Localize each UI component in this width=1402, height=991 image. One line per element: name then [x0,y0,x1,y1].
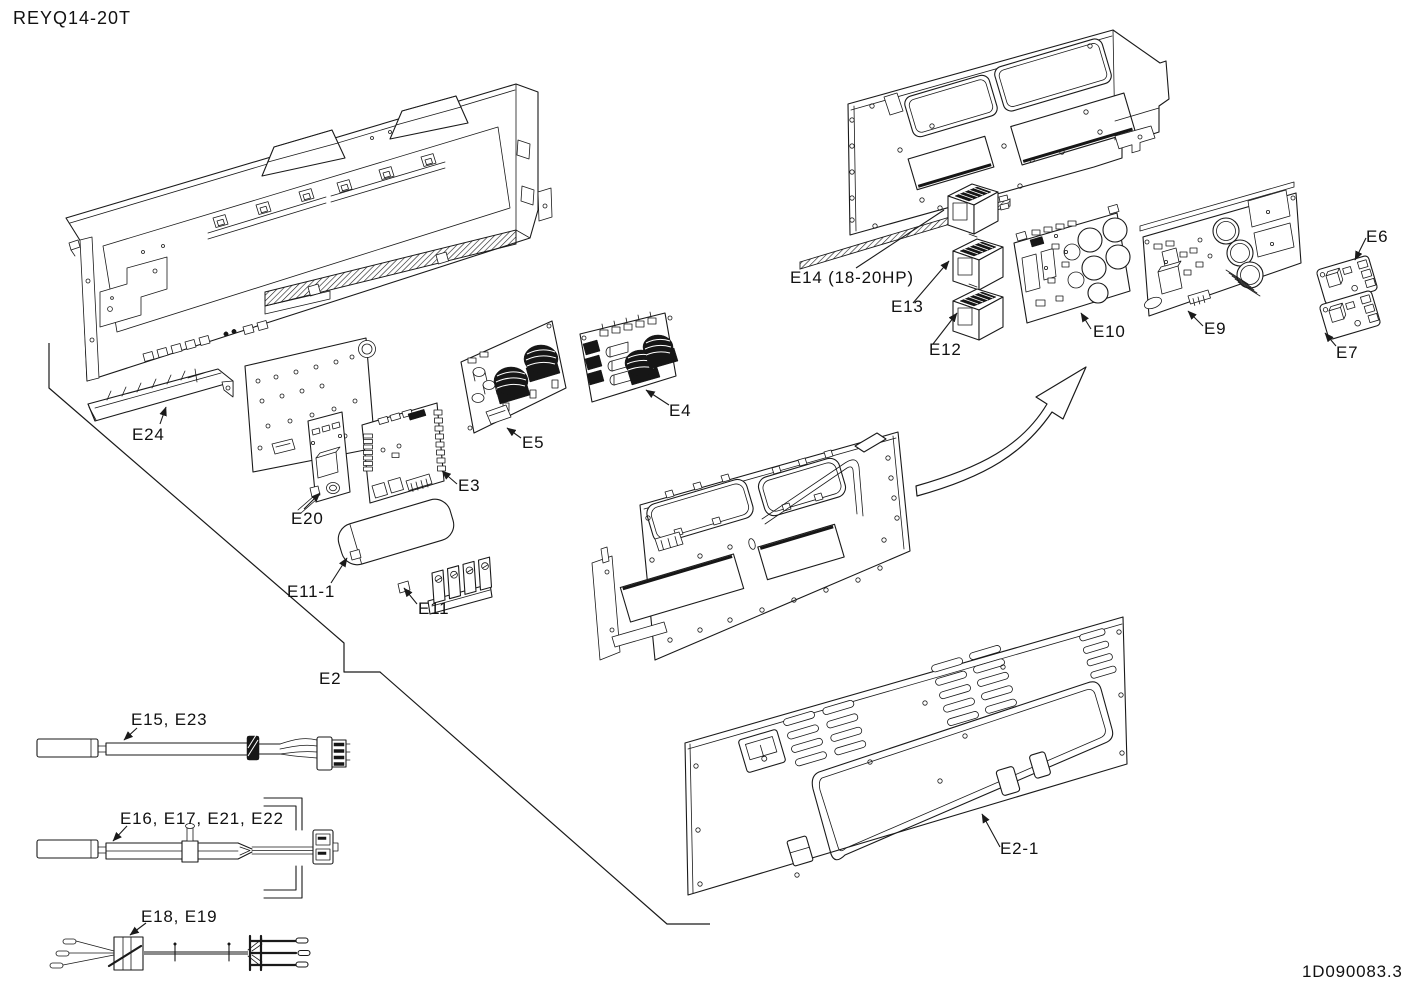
part-label-e5: E5 [522,433,545,452]
model-title: REYQ14-20T [13,8,132,28]
control-box-chassis [65,83,553,382]
e2-1-service-panel [684,616,1128,896]
transformers-e14-e13-e12 [947,183,1010,341]
e5-pcb [460,320,567,434]
part-label-e3: E3 [458,476,481,495]
e9-pcb [1139,181,1302,317]
e11-1-cover [337,498,455,566]
part-label-e18-e19: E18, E19 [141,907,218,926]
e11-terminal-block [397,556,493,615]
part-label-e12: E12 [929,340,962,359]
part-label-e13: E13 [891,297,924,316]
part-label-e4: E4 [669,401,692,420]
part-label-e11: E11 [418,599,450,618]
middle-mounting-panel [591,431,911,661]
e6-board [1316,255,1378,305]
cable-e18-e19 [49,934,311,972]
part-label-e10: E10 [1093,322,1126,341]
part-label-e2-1: E2-1 [1000,839,1040,858]
label-leader-lines [112,209,1367,936]
part-label-e2: E2 [319,669,342,688]
transformer-e13 [952,238,1004,291]
drawing-number: 1D090083.3 [1302,962,1402,981]
e2-assembly-leader-line [48,343,710,925]
mounting-plate [244,337,376,473]
transformer-e14 [947,183,1010,235]
part-label-e24: E24 [132,425,165,444]
e4-pcb [579,311,679,403]
part-label-e6: E6 [1366,227,1389,246]
assembly-direction-arrow [915,366,1087,497]
part-label-e11-1: E11-1 [287,582,336,601]
transformer-e12 [952,288,1004,341]
e7-board [1319,290,1381,340]
e24-rail-part [87,368,234,422]
e20-pcb [297,411,351,514]
upper-back-panel [799,29,1170,270]
part-label-e15-e23: E15, E23 [131,710,208,729]
part-label-e7: E7 [1336,343,1359,362]
e6-e7-relay-boards [1316,255,1381,340]
part-label-e14: E14 (18-20HP) [790,268,914,287]
e10-pcb [1013,204,1131,324]
cable-e15-e23 [36,731,351,771]
cable-e16-e17-e21-e22 [36,797,339,899]
part-label-e16-e17-e21-e22: E16, E17, E21, E22 [120,809,284,828]
part-label-e20: E20 [291,509,324,528]
e3-pcb [361,402,446,504]
part-label-e9: E9 [1204,319,1227,338]
